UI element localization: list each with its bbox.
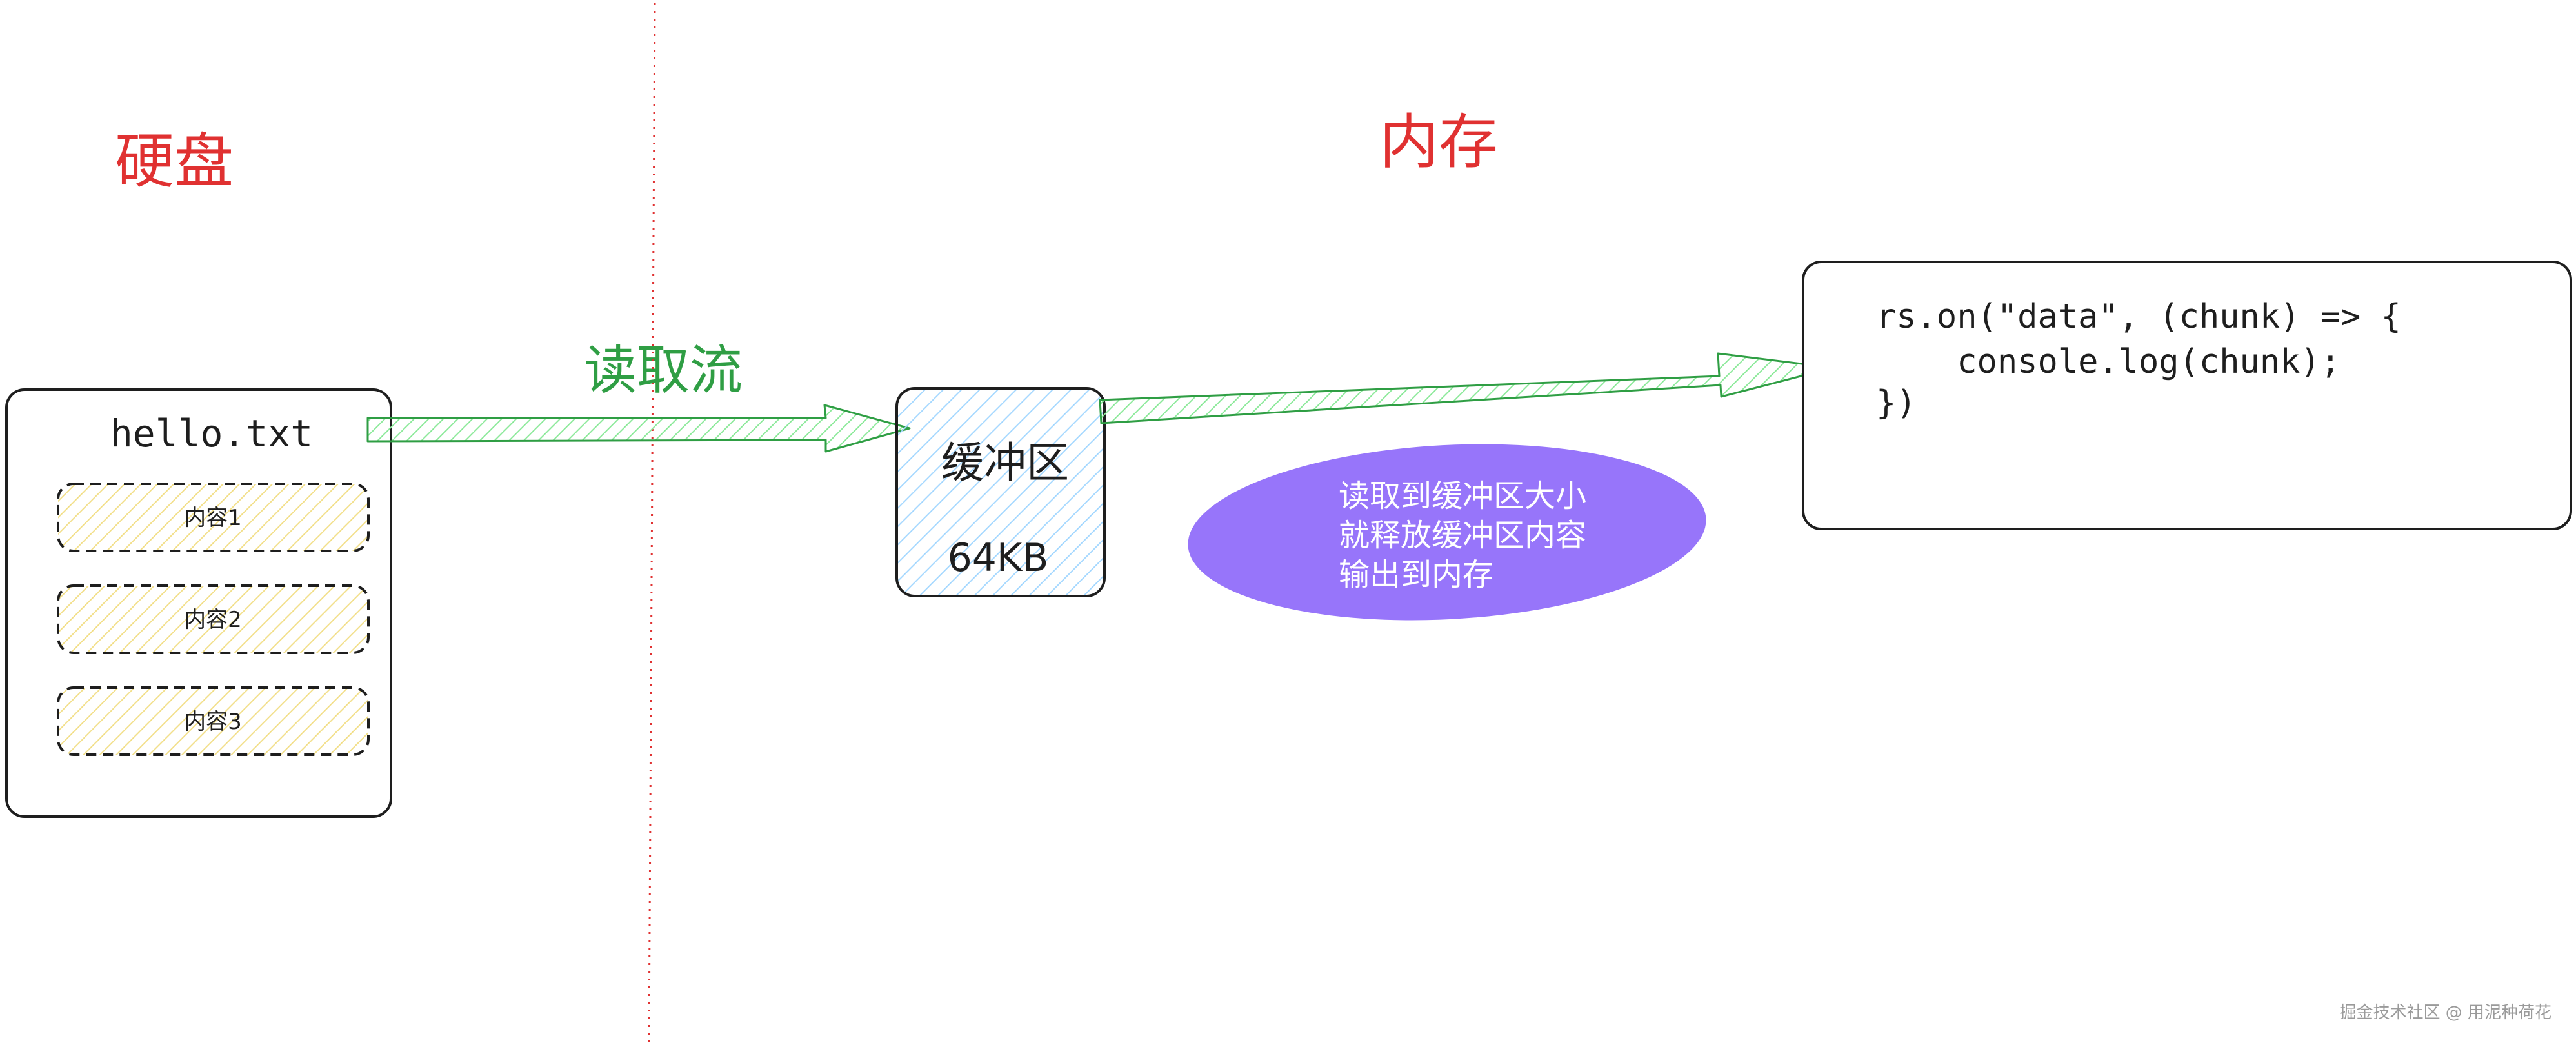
note-line: 输出到内存 (1339, 557, 1493, 593)
code-line: }) (1876, 384, 1917, 423)
note-line: 读取到缓冲区大小 (1339, 478, 1586, 514)
content-item-label: 内容1 (184, 505, 242, 531)
read-stream-arrow (366, 404, 911, 453)
note-line: 就释放缓冲区内容 (1339, 517, 1586, 553)
buffer-size: 64KB (948, 535, 1049, 581)
note-ellipse: 读取到缓冲区大小 就释放缓冲区内容 输出到内存 (1188, 444, 1706, 621)
code-line: console.log(chunk); (1876, 343, 2341, 381)
content-item-label: 内容2 (184, 607, 242, 633)
disk-label: 硬盘 (115, 127, 234, 196)
divider-line (648, 3, 656, 1042)
output-arrow (1099, 352, 1835, 424)
code-box: rs.on("data", (chunk) => { console.log(c… (1802, 261, 2572, 530)
watermark: 掘金技术社区 @ 用泥种荷花 (2339, 1003, 2551, 1022)
file-name: hello.txt (110, 412, 313, 455)
buffer-title: 缓冲区 (941, 438, 1069, 488)
file-box: hello.txt 内容1 内容2 内容3 (5, 388, 392, 818)
content-item: 内容1 (57, 483, 370, 552)
content-item: 内容3 (57, 686, 370, 756)
buffer-box: 缓冲区 64KB (895, 387, 1106, 597)
content-item-label: 内容3 (184, 709, 242, 735)
content-item: 内容2 (57, 584, 370, 654)
code-line: rs.on("data", (chunk) => { (1876, 297, 2401, 336)
memory-label: 内存 (1379, 108, 1498, 177)
read-stream-label: 读取流 (584, 340, 743, 401)
